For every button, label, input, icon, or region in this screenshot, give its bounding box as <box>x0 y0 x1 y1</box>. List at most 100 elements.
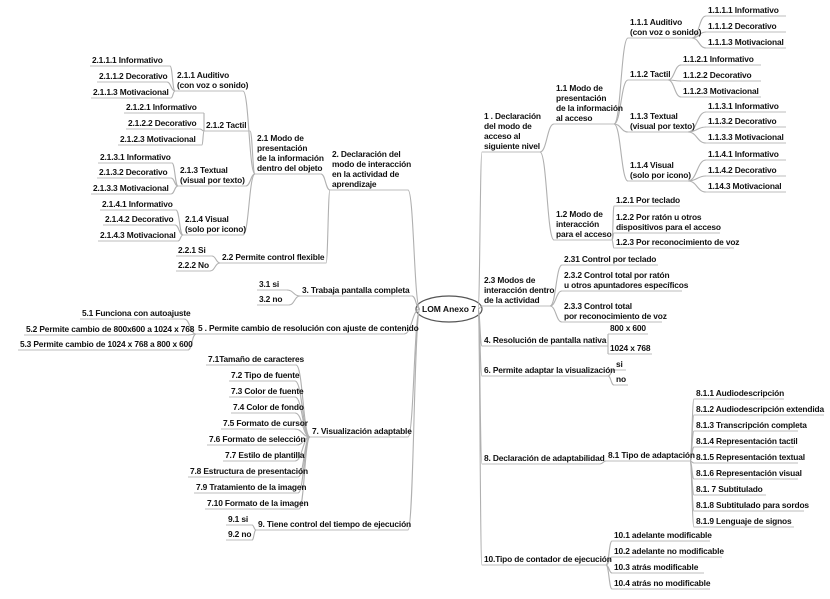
node-n817: 8.1. 7 Subtitulado <box>696 484 763 494</box>
node-n113: 1.1.3 Textual (visual por texto) <box>630 111 695 131</box>
connector-n104 <box>605 564 613 590</box>
connector-n12 <box>539 151 555 241</box>
node-n78: 7.8 Estructura de presentación <box>190 466 308 476</box>
node-n2121: 2.1.2.1 Informativo <box>126 102 197 112</box>
connector-n2133 <box>170 185 179 195</box>
node-n1133: 1.1.3.3 Motivacional <box>708 132 784 142</box>
node-n211: 2.1.1 Auditivo (con voz o sonido) <box>177 70 249 90</box>
node-n111: 1.1 Modo de presentación de la informaci… <box>556 83 623 123</box>
node-n104: 10.4 atrás no modificable <box>614 578 711 588</box>
node-n81: 8.1 Tipo de adaptación <box>608 450 695 460</box>
node-n214: 2.1.4 Visual (solo por icono) <box>185 214 246 234</box>
node-n7: 7. Visualización adaptable <box>312 426 412 436</box>
node-n1132: 1.1.3.2 Decorativo <box>708 116 777 126</box>
connector-n214 <box>242 173 256 236</box>
node-n2143: 2.1.4.3 Motivacional <box>100 230 176 240</box>
node-n2123: 2.1.2.3 Motivacional <box>120 134 196 144</box>
node-n813: 8.1.3 Transcripción completa <box>696 420 807 430</box>
connector-n212 <box>249 130 256 175</box>
connector-n231 <box>549 264 563 307</box>
node-n51: 5.1 Funciona con autoajuste <box>82 308 191 318</box>
node-n2142: 2.1.4.2 Decorativo <box>105 214 174 224</box>
node-n123: 1.2.3 Por reconocimiento de voz <box>616 237 740 247</box>
connector-n114 <box>613 123 629 182</box>
node-n710: 7.10 Formato de la imagen <box>207 498 309 508</box>
node-n41: 800 x 600 <box>610 323 646 333</box>
node-n5: 5 . Permite cambio de resolución con aju… <box>198 323 419 333</box>
node-n112: 1.1.2 Tactil <box>630 69 671 79</box>
node-n222: 2.2.2 No <box>178 260 209 270</box>
connector-n32 <box>288 295 301 306</box>
connector-n233 <box>549 305 563 323</box>
connector-n222 <box>209 262 221 272</box>
node-n62: no <box>616 374 626 384</box>
node-n1141: 1.1.4.1 Informativo <box>708 149 779 159</box>
node-n1143: 1.14.3 Motivacional <box>708 181 782 191</box>
node-n31: 3.1 si <box>259 279 280 289</box>
connector-n22 <box>325 189 331 264</box>
node-n103: 10.3 atrás modificable <box>614 562 699 572</box>
node-n79: 7.9 Tratamiento de la imagen <box>196 482 307 492</box>
node-n122: 1.2.2 Por ratón u otros dispositivos par… <box>616 212 721 232</box>
node-n101: 10.1 adelante modificable <box>614 530 712 540</box>
connector-n92 <box>251 529 257 541</box>
node-n818: 8.1.8 Subtitulado para sordos <box>696 500 809 510</box>
node-n22: 2.2 Permite control flexible <box>222 252 325 262</box>
node-n21: 2.1 Modo de presentación de la informaci… <box>257 133 324 173</box>
node-n812: 8.1.2 Audiodescripción extendida <box>696 404 824 414</box>
node-n9: 9. Tiene control del tiempo de ejecución <box>258 519 412 529</box>
node-n72: 7.2 Tipo de fuente <box>231 370 300 380</box>
node-n42: 1024 x 768 <box>610 343 651 353</box>
connector-n2113 <box>170 90 176 99</box>
connector-n710 <box>298 436 311 510</box>
node-n212: 2.1.2 Tactil <box>206 120 247 130</box>
node-n1123: 1.1.2.3 Motivacional <box>683 86 759 96</box>
connector-n62 <box>607 375 615 386</box>
connector-n1143 <box>687 180 707 193</box>
node-n2132: 2.1.3.2 Decorativo <box>99 167 168 177</box>
node-n77: 7.7 Estilo de plantilla <box>225 450 305 460</box>
node-n816: 8.1.6 Representación visual <box>696 468 802 478</box>
node-n53: 5.3 Permite cambio de 1024 x 768 a 800 x… <box>20 339 193 349</box>
node-n2133: 2.1.3.3 Motivacional <box>93 183 169 193</box>
connector-n2123 <box>201 130 205 146</box>
node-n102: 10.2 adelante no modificable <box>614 546 724 556</box>
connector-n81 <box>599 460 607 465</box>
connector-n11113 <box>691 37 707 49</box>
node-n2141: 2.1.4.1 Informativo <box>102 199 173 209</box>
node-n92: 9.2 no <box>228 529 252 539</box>
node-n61: si <box>616 359 623 369</box>
connector-n1123 <box>667 79 682 98</box>
node-n114: 1.1.4 Visual (solo por icono) <box>630 160 691 180</box>
connector-n1133 <box>687 131 707 144</box>
node-n213: 2.1.3 Textual (visual por texto) <box>180 165 245 185</box>
node-n2131: 2.1.3.1 Informativo <box>100 152 171 162</box>
node-n2122: 2.1.2.2 Decorativo <box>128 118 197 128</box>
node-n11112: 1.1.1.2 Decorativo <box>708 21 777 31</box>
node-n75: 7.5 Formato de cursor <box>223 418 308 428</box>
connector-n111 <box>539 123 555 153</box>
connector-n2143 <box>177 234 184 242</box>
node-n11111: 1.1.1.1 Informativo <box>708 5 779 15</box>
node-n32: 3.2 no <box>259 294 283 304</box>
node-n74: 7.4 Color de fondo <box>233 402 304 412</box>
node-n1121: 1.1.2.1 Informativo <box>683 54 754 64</box>
root-ellipse <box>415 295 483 323</box>
node-n1122: 1.1.2.2 Decorativo <box>683 70 752 80</box>
node-n10: 10.Tipo de contador de ejecución <box>484 554 612 564</box>
node-n815: 8.1.5 Representación textual <box>696 452 805 462</box>
connector-n2111 <box>169 65 176 92</box>
node-n2111: 2.1.1.1 Informativo <box>92 55 163 65</box>
node-n231: 2.31 Control por teclado <box>564 254 657 264</box>
connector-n211 <box>242 90 256 175</box>
node-n1131: 1.1.3.1 Informativo <box>708 101 779 111</box>
node-n73: 7.3 Color de fuente <box>231 386 304 396</box>
node-n1142: 1.1.4.2 Decorativo <box>708 165 777 175</box>
node-n1111: 1.1.1 Auditivo (con voz o sonido) <box>630 17 702 37</box>
connector-n819 <box>689 460 695 528</box>
node-n2112: 2.1.1.2 Decorativo <box>99 71 168 81</box>
node-n52: 5.2 Permite cambio de 800x600 a 1024 x 7… <box>26 324 195 334</box>
node-n11113: 1.1.1.3 Motivacional <box>708 37 784 47</box>
